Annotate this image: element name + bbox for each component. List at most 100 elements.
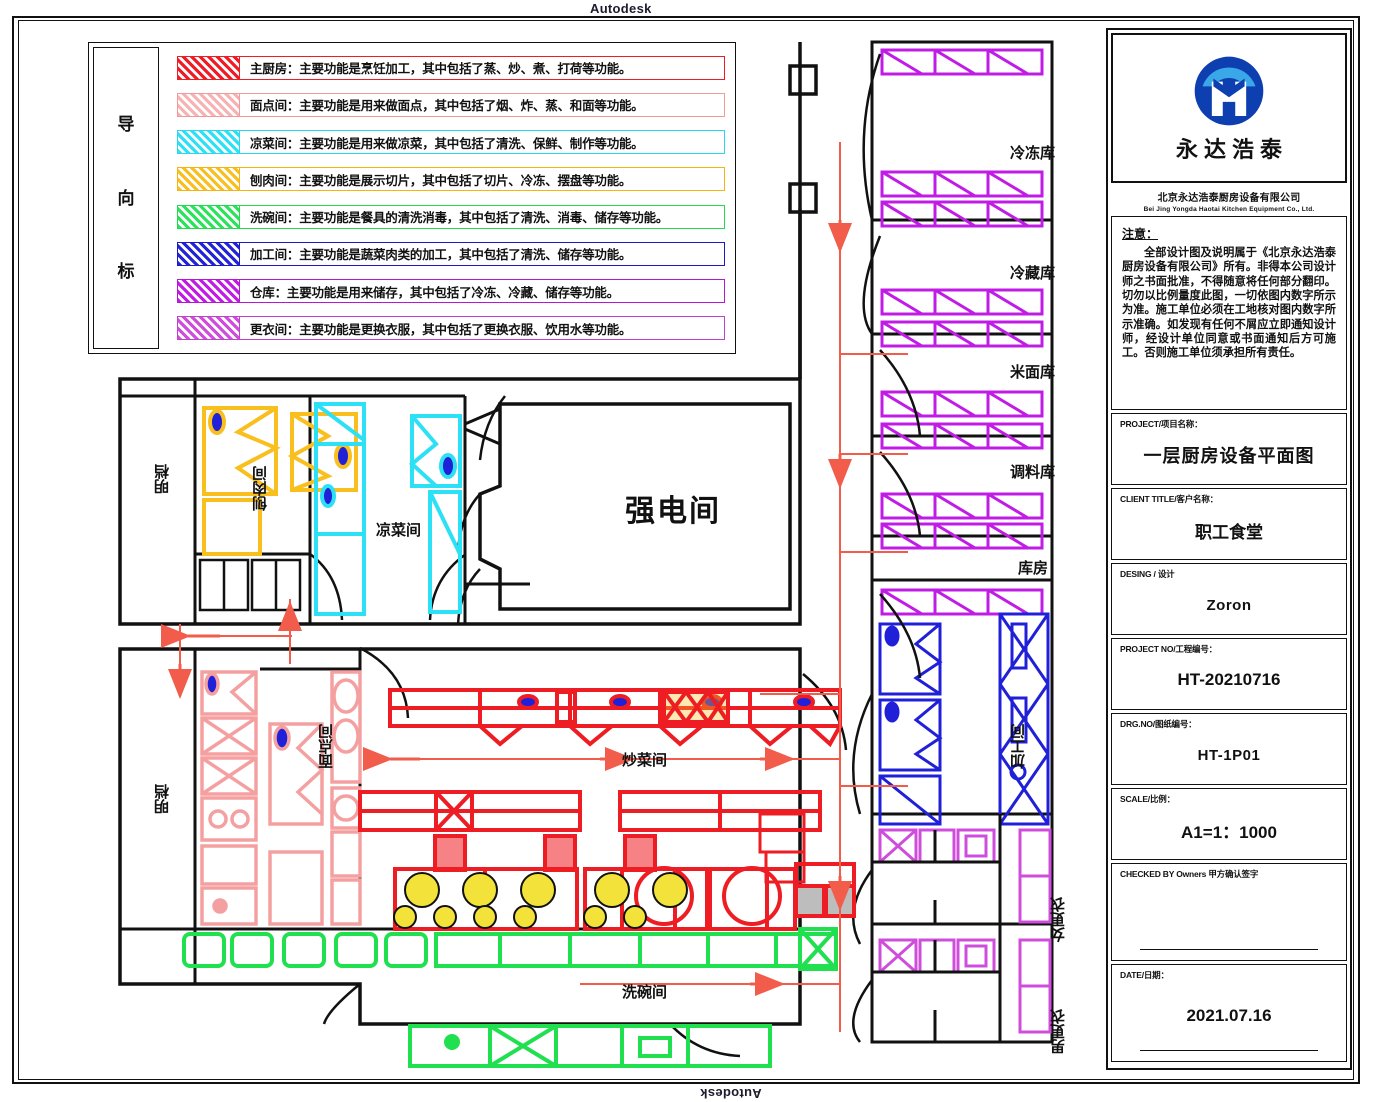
room-label-rice-flour: 米面库: [1010, 364, 1056, 381]
title-field-project-name: PROJECT/项目名称：一层厨房设备平面图: [1111, 413, 1347, 485]
stirfry-upper-equipment: [388, 688, 842, 748]
legend-color-swatch: [178, 242, 240, 265]
legend-row-text: 加工间：主要功能是蔬菜肉类的加工，其中包括了清洗、储存等功能。: [250, 248, 632, 263]
title-field-label-date: DATE/日期：: [1120, 970, 1169, 980]
left-prep-equipment: [758, 812, 806, 884]
logo-chinese-name: 永达浩泰: [1175, 137, 1288, 162]
legend-row: 加工间：主要功能是蔬菜肉类的加工，其中包括了清洗、储存等功能。: [177, 241, 725, 266]
title-field-project-no: PROJECT NO/工程编号： HT-20210716: [1111, 638, 1347, 710]
floor-plan: 冷冻库冷藏库米面库调料库库房加工间女更衣男更衣强电间凉菜间刨肉间明档明档面点间炒…: [60, 24, 1100, 1074]
burner-rings: [393, 872, 688, 929]
title-field-value-scale[interactable]: A1=1：1000: [1181, 822, 1277, 842]
room-label-freezer: 冷冻库: [1010, 145, 1056, 162]
title-block: 永达浩泰 北京永达浩泰厨房设备有限公司 Bei Jing Yongda Haot…: [1106, 28, 1352, 1070]
room-label-storeroom: 库房: [1018, 560, 1049, 577]
room-label-seasoning: 调料库: [1010, 464, 1056, 481]
legend-row-text: 洗碗间：主要功能是餐具的清洗消毒，其中包括了清洗、消毒、储存等功能。: [250, 211, 669, 226]
title-field-value-drawing-no[interactable]: HT-1P01: [1197, 746, 1261, 764]
room-label-cold-dish: 凉菜间: [376, 522, 422, 539]
room-label-dishwashing: 洗碗间: [622, 984, 668, 1001]
legend-title-box: 导 向 标: [93, 47, 159, 349]
title-field-scale: SCALE/比例： A1=1：1000: [1111, 788, 1347, 860]
legend-row: 更衣间：主要功能是更换衣服，其中包括了更换衣服、饮用水等功能。: [177, 316, 725, 341]
flow-arrow-markers: [161, 220, 852, 996]
notes-cell: 注意： 全部设计图及说明属于《北京永达浩泰厨房设备有限公司》所有。非得本公司设计…: [1111, 216, 1347, 410]
legend-color-swatch: [178, 131, 240, 154]
room-label-processing: 加工间: [1010, 724, 1027, 769]
logo-frame: 永达浩泰: [1111, 33, 1347, 183]
legend-row: 仓库：主要功能是用来储存，其中包括了冷冻、冷藏、储存等功能。: [177, 279, 725, 304]
room-label-open-counter-1: 明档: [154, 464, 171, 494]
legend-color-swatch: [178, 317, 240, 340]
dimension-lines: [179, 142, 908, 1032]
room-label-open-counter-2: 明档: [154, 784, 171, 814]
room-label-pastry: 面点间: [318, 724, 335, 769]
room-label-cold-storage: 冷藏库: [1010, 265, 1056, 282]
cold-dish-equipment: [314, 402, 462, 616]
company-logo-cell: 永达浩泰 北京永达浩泰厨房设备有限公司 Bei Jing Yongda Haot…: [1111, 33, 1347, 213]
legend-row-text: 面点间：主要功能是用来做面点，其中包括了烟、炸、蒸、和面等功能。: [250, 99, 644, 114]
legend-row: 面点间：主要功能是用来做面点，其中包括了烟、炸、蒸、和面等功能。: [177, 92, 725, 117]
signature-line-checked-by: [1139, 949, 1319, 950]
title-field-checked-by: CHECKED BY Owners 甲方确认签字: [1111, 863, 1347, 961]
signature-line-date: [1139, 1050, 1319, 1051]
company-logo-icon: [1194, 56, 1264, 126]
company-name-cn: 北京永达浩泰厨房设备有限公司: [1157, 193, 1301, 204]
legend-row-text: 凉菜间：主要功能是用来做凉菜，其中包括了清洗、保鲜、制作等功能。: [250, 136, 644, 151]
legend-color-swatch: [178, 168, 240, 191]
notes-title: 注意：: [1122, 227, 1159, 241]
title-field-label-scale: SCALE/比例：: [1120, 794, 1175, 804]
locker-fixtures: [878, 828, 1052, 1034]
title-field-label-checked-by: CHECKED BY Owners 甲方确认签字: [1120, 869, 1259, 879]
room-label-women-locker: 女更衣: [1050, 897, 1067, 942]
autodesk-watermark-bottom: Autodesk: [700, 1086, 762, 1101]
legend-title-char-0: 导: [117, 115, 135, 135]
title-field-date: DATE/日期： 2021.07.16: [1111, 964, 1347, 1062]
legend-row: 凉菜间：主要功能是用来做凉菜，其中包括了清洗、保鲜、制作等功能。: [177, 130, 725, 155]
title-field-value-design[interactable]: Zoron: [1206, 596, 1252, 614]
legend-row-text: 更衣间：主要功能是更换衣服，其中包括了更换衣服、饮用水等功能。: [250, 322, 632, 337]
legend-row: 洗碗间：主要功能是餐具的清洗消毒，其中包括了清洗、消毒、储存等功能。: [177, 204, 725, 229]
legend-row-text: 仓库：主要功能是用来储存，其中包括了冷冻、冷藏、储存等功能。: [250, 285, 620, 300]
legend-row: 主厨房：主要功能是烹饪加工，其中包括了蒸、炒、煮、打荷等功能。: [177, 55, 725, 80]
legend-panel: 导 向 标 主厨房：主要功能是烹饪加工，其中包括了蒸、炒、煮、打荷等功能。面点间…: [88, 42, 736, 354]
title-field-value-project-name[interactable]: 一层厨房设备平面图: [1143, 446, 1315, 466]
legend-color-swatch: [178, 205, 240, 228]
legend-row-list: 主厨房：主要功能是烹饪加工，其中包括了蒸、炒、煮、打荷等功能。面点间：主要功能是…: [159, 43, 735, 353]
title-field-label-design: DESING / 设计: [1120, 569, 1175, 579]
legend-title-char-1: 向: [117, 188, 135, 208]
room-label-meat-slicing: 刨肉间: [252, 466, 269, 511]
company-name-en: Bei Jing Yongda Haotai Kitchen Equipment…: [1143, 206, 1315, 213]
title-field-value-checked-by[interactable]: [1120, 880, 1338, 949]
title-field-value-project-no[interactable]: HT-20210716: [1177, 670, 1281, 689]
pastry-equipment: [200, 670, 362, 926]
electrical-room: [478, 402, 792, 611]
title-field-label-drawing-no: DRG.NO/图纸编号：: [1120, 719, 1197, 729]
sink-units: [198, 558, 302, 612]
autodesk-watermark-top: Autodesk: [590, 1, 652, 16]
storage-shelving: [880, 48, 1044, 616]
legend-color-swatch: [178, 56, 240, 79]
legend-color-swatch: [178, 280, 240, 303]
locker-partitions: [872, 814, 1002, 1042]
floor-plan-svg: [118, 40, 1054, 1068]
title-field-value-date[interactable]: 2021.07.16: [1186, 1005, 1272, 1025]
title-field-client-title: CLIENT TITLE/客户名称： 职工食堂: [1111, 488, 1347, 560]
legend-row-text: 刨肉间：主要功能是展示切片，其中包括了切片、冷冻、摆盘等功能。: [250, 173, 632, 188]
room-label-electrical: 强电间: [625, 495, 721, 528]
title-field-design: DESING / 设计 Zoron: [1111, 563, 1347, 635]
title-field-value-client-title[interactable]: 职工食堂: [1195, 522, 1263, 542]
title-field-label-client-title: CLIENT TITLE/客户名称：: [1120, 494, 1218, 504]
storage-corridor: [870, 40, 1054, 1044]
notes-body: 全部设计图及说明属于《北京永达浩泰厨房设备有限公司》所有。非得本公司设计师之书面…: [1122, 247, 1336, 360]
legend-row-text: 主厨房：主要功能是烹饪加工，其中包括了蒸、炒、煮、打荷等功能。: [250, 62, 632, 77]
legend-row: 刨肉间：主要功能是展示切片，其中包括了切片、冷冻、摆盘等功能。: [177, 167, 725, 192]
title-field-drawing-no: DRG.NO/图纸编号： HT-1P01: [1111, 713, 1347, 785]
legend-color-swatch: [178, 93, 240, 116]
legend-title-char-2: 标: [117, 261, 135, 281]
room-label-men-locker: 男更衣: [1050, 1009, 1067, 1054]
title-field-label-project-no: PROJECT NO/工程编号：: [1120, 644, 1217, 654]
room-label-stirfry: 炒菜间: [622, 752, 668, 769]
